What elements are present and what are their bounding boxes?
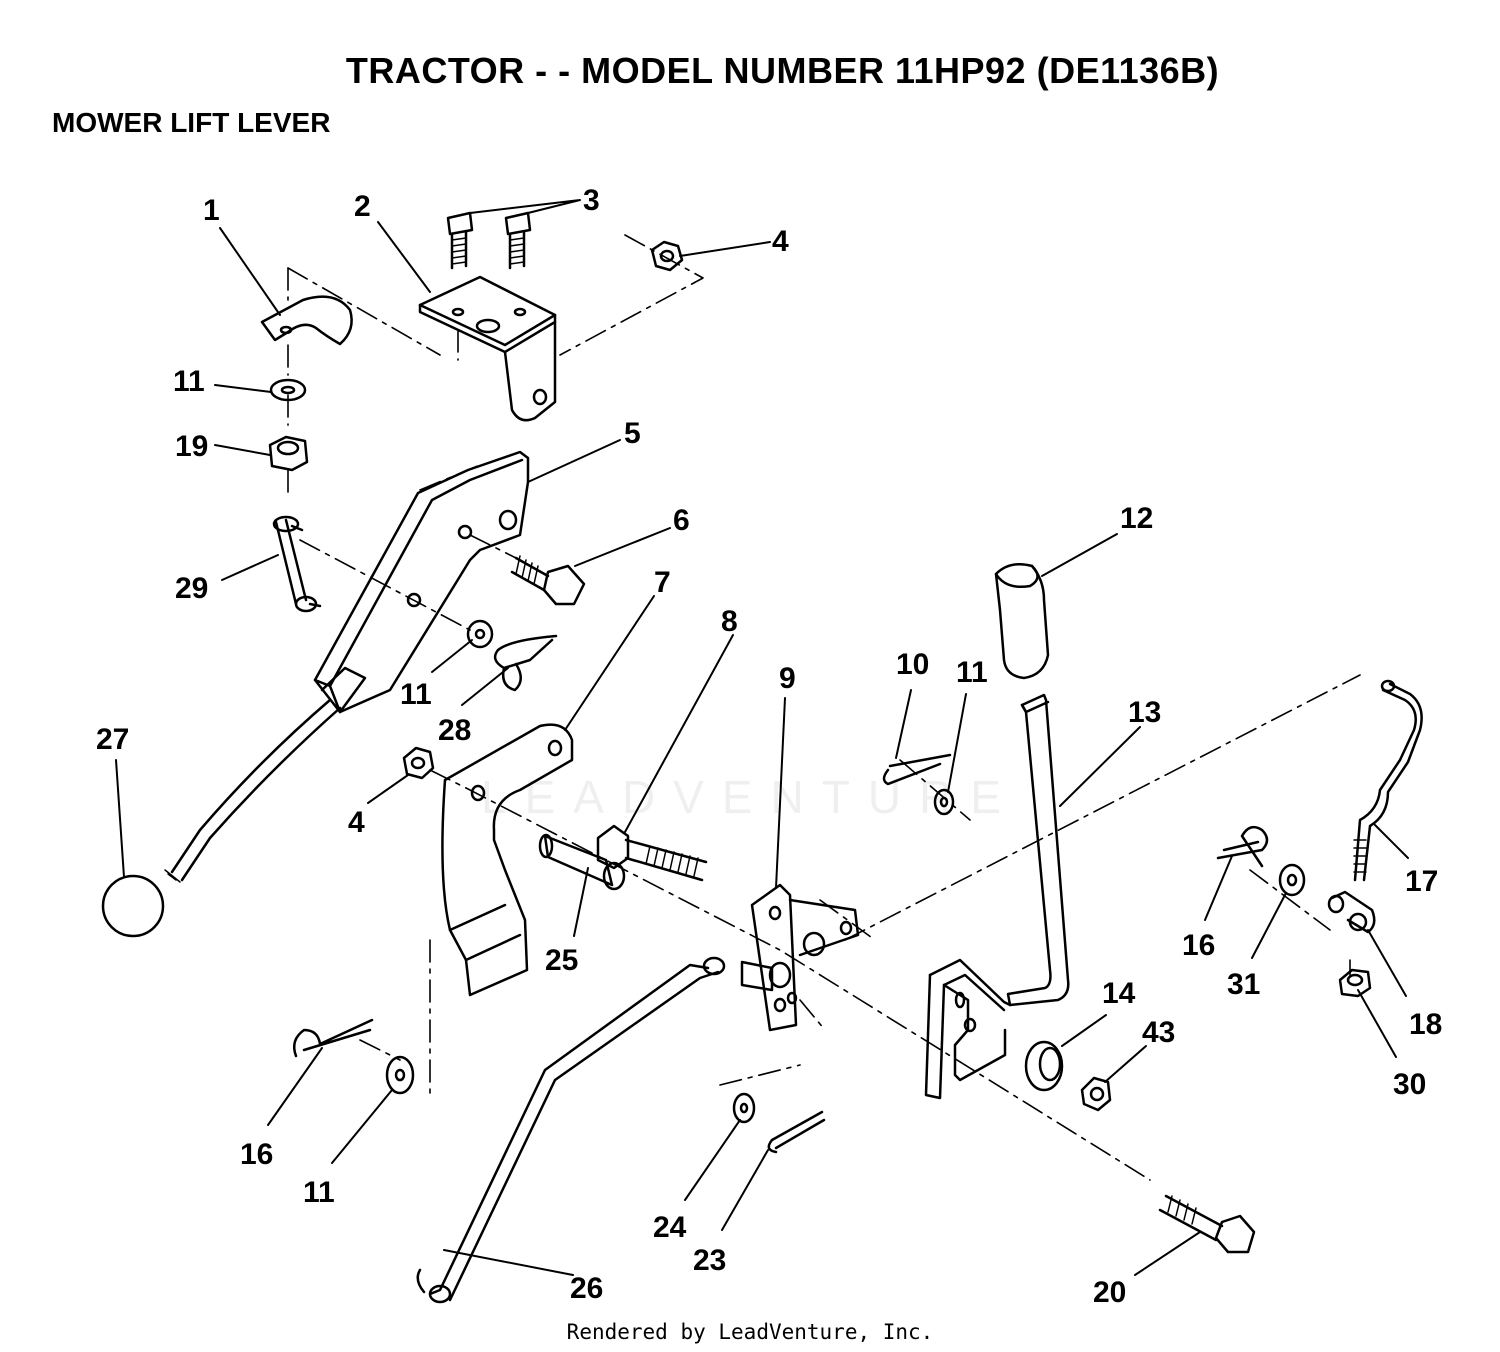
callout-6: 6 (673, 504, 690, 537)
section-title: MOWER LIFT LEVER (52, 107, 331, 138)
part-13-lever (924, 693, 1070, 1100)
callout-11-c: 11 (956, 656, 988, 689)
part-5-lift-arm (313, 450, 530, 714)
part-11-washer-d (385, 1055, 415, 1095)
footer-credit: Rendered by LeadVenture, Inc. (566, 1320, 934, 1344)
callout-1: 1 (203, 194, 220, 227)
callout-4-upper: 4 (772, 225, 789, 258)
part-8-bolt (596, 824, 708, 882)
part-11-washer-c-hole (939, 796, 949, 808)
part-4-nut-lower (402, 746, 435, 780)
callout-4-lower: 4 (348, 806, 365, 839)
part-27-knob (101, 874, 165, 938)
callout-9: 9 (779, 662, 796, 695)
part-18-swivel (1327, 890, 1376, 934)
part-16-clip-right (1216, 825, 1269, 868)
part-11-washer-a (269, 378, 307, 402)
part-26-rod (416, 956, 726, 1304)
callout-20: 20 (1093, 1276, 1126, 1309)
callout-31: 31 (1227, 968, 1260, 1001)
callout-27: 27 (96, 723, 129, 756)
part-28-pin (493, 634, 558, 692)
callout-16-b: 16 (240, 1138, 273, 1171)
callout-14: 14 (1102, 977, 1136, 1010)
callout-3: 3 (583, 184, 600, 217)
callout-16-a: 16 (1182, 929, 1215, 962)
part-30-nut (1338, 968, 1372, 998)
part-17-rod (1353, 679, 1423, 882)
callout-18: 18 (1409, 1008, 1442, 1041)
leader-lines (115, 199, 1409, 1276)
callout-43: 43 (1142, 1016, 1175, 1049)
part-24-washer (732, 1092, 756, 1124)
part-12-handle-grip (994, 563, 1050, 680)
callout-12: 12 (1120, 502, 1153, 535)
callout-29: 29 (175, 572, 208, 605)
part-23-cotter-pin (767, 1110, 826, 1154)
part-3-bolts (446, 211, 532, 270)
part-10-cotter-pin (882, 753, 952, 786)
part-43-nut (1080, 1076, 1112, 1112)
part-11-washer-c (933, 788, 955, 816)
callout-26: 26 (570, 1272, 603, 1305)
callout-24: 24 (653, 1211, 687, 1244)
part-11-washer-b (466, 619, 494, 649)
part-20-bolt (1158, 1194, 1256, 1254)
callout-28: 28 (438, 714, 471, 747)
part-25-spacer (538, 833, 626, 891)
part-1-clip (260, 295, 353, 346)
callout-5: 5 (624, 417, 641, 450)
callout-2: 2 (354, 190, 371, 223)
part-4-nut-upper (650, 240, 684, 272)
part-11-washer-d-hole (394, 1068, 406, 1082)
callout-11-a: 11 (173, 365, 205, 398)
part-16-clip-left (293, 1018, 374, 1058)
callout-labels: 1 2 3 4 11 19 5 6 12 29 7 8 10 11 9 11 1… (96, 184, 1442, 1309)
part-31-washer (1278, 863, 1306, 897)
page-title: TRACTOR - - MODEL NUMBER 11HP92 (DE1136B… (345, 50, 1220, 91)
callout-8: 8 (721, 605, 738, 638)
callout-13: 13 (1128, 696, 1161, 729)
part-29-link (272, 515, 322, 613)
callout-30: 30 (1393, 1068, 1426, 1101)
callout-11-d: 11 (303, 1176, 335, 1209)
part-14-bushing (1024, 1040, 1064, 1092)
part-11-washer-a-hole (280, 385, 296, 395)
part-27-cable (164, 698, 342, 883)
callout-10: 10 (896, 648, 929, 681)
part-19-nut (268, 435, 309, 472)
watermark-text: LEADVENTURE (481, 771, 1019, 823)
callout-19: 19 (175, 430, 208, 463)
callout-7: 7 (654, 566, 671, 599)
part-9-lever-plate (740, 883, 860, 1032)
callout-25: 25 (545, 944, 578, 977)
part-2-bracket (418, 275, 557, 422)
callout-23: 23 (693, 1244, 726, 1277)
callout-17: 17 (1405, 865, 1438, 898)
part-11-washer-b-hole (474, 628, 486, 640)
part-6-bolt (510, 555, 586, 606)
callout-11-b: 11 (400, 678, 432, 711)
assembly-lines (287, 234, 1361, 1181)
